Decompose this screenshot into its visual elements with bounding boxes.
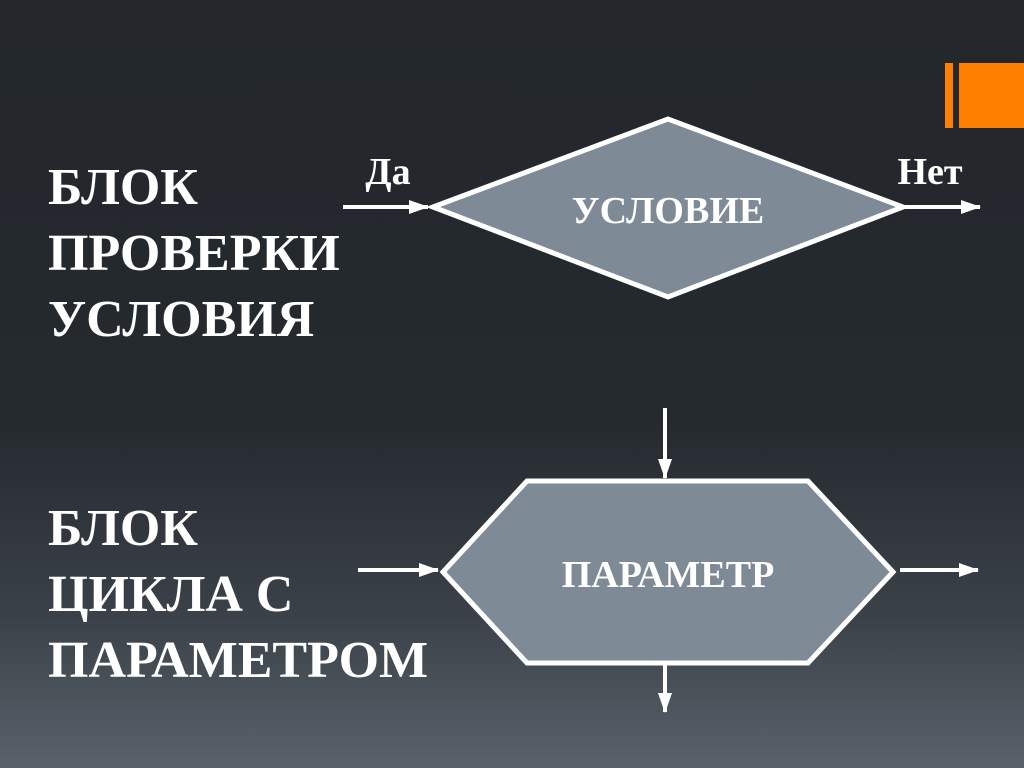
loop-block-heading: БЛОК ЦИКЛА С ПАРАМЕТРОМ	[48, 496, 428, 694]
heading-line: БЛОК	[48, 159, 198, 216]
heading-line: ПАРАМЕТРОМ	[48, 632, 429, 689]
heading-line: ПРОВЕРКИ	[48, 225, 340, 282]
condition-block-heading: БЛОК ПРОВЕРКИ УСЛОВИЯ	[48, 155, 340, 353]
loop-hexagon	[439, 478, 897, 666]
condition-label: УСЛОВИЕ	[572, 190, 765, 232]
loop-label: ПАРАМЕТР	[562, 554, 775, 596]
heading-line: БЛОК	[48, 500, 198, 557]
loop-block: ПАРАМЕТР	[358, 408, 979, 713]
condition-no-label: Нет	[897, 151, 962, 193]
heading-line: УСЛОВИЯ	[48, 291, 315, 348]
accent-bars-decoration	[945, 63, 1024, 128]
heading-line: ЦИКЛА С	[48, 566, 294, 623]
condition-yes-label: Да	[365, 151, 410, 193]
accent-bar-thin	[945, 63, 953, 128]
condition-block: УСЛОВИЕ Да Нет	[343, 116, 981, 300]
accent-bar-thick	[959, 63, 1024, 128]
